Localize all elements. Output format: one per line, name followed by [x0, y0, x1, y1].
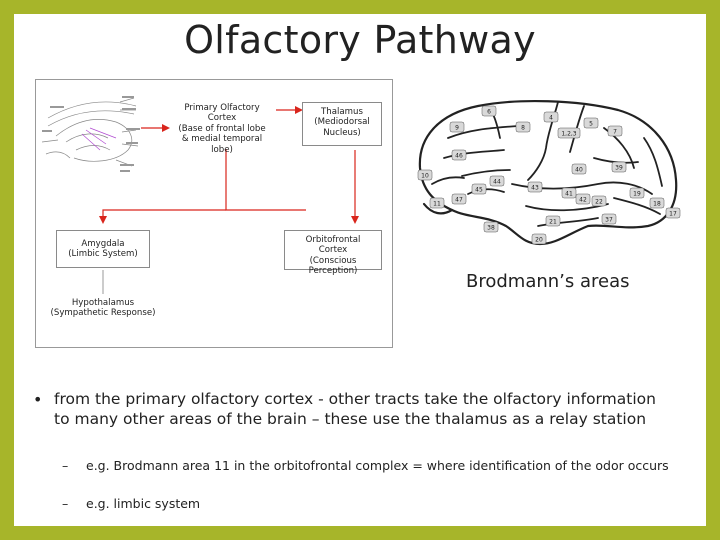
- svg-text:18: 18: [653, 201, 661, 208]
- svg-text:20: 20: [535, 237, 543, 244]
- area-6: 6: [481, 105, 497, 117]
- bullet-text: from the primary olfactory cortex - othe…: [54, 390, 656, 428]
- svg-text:42: 42: [579, 197, 587, 204]
- amygdala-line2: (Limbic System): [68, 249, 138, 260]
- area-37: 37: [601, 213, 617, 225]
- svg-text:47: 47: [455, 197, 463, 204]
- sub-bullet-marker-2: –: [62, 496, 69, 511]
- svg-text:6: 6: [487, 109, 491, 116]
- area-38: 38: [483, 221, 499, 233]
- svg-text:7: 7: [613, 129, 617, 136]
- area-45: 45: [471, 183, 487, 195]
- sub-bullet-text-1: e.g. Brodmann area 11 in the orbitofront…: [86, 458, 669, 473]
- orbitofrontal-line1: Orbitofrontal: [305, 235, 361, 245]
- svg-text:5: 5: [589, 121, 593, 128]
- amygdala-line1: Amygdala: [81, 239, 125, 249]
- svg-text:45: 45: [475, 187, 483, 194]
- area-21: 21: [545, 215, 561, 227]
- primary-line1: Primary Olfactory: [184, 103, 260, 113]
- brodmann-caption: Brodmann’s areas: [466, 271, 630, 292]
- svg-text:19: 19: [633, 191, 641, 198]
- svg-text:1,2,3: 1,2,3: [561, 131, 576, 138]
- arrow-primary-to-amygdala: [99, 209, 226, 224]
- area-39: 39: [611, 161, 627, 173]
- area-18: 18: [649, 197, 665, 209]
- area-8: 8: [515, 121, 531, 133]
- area-7: 7: [607, 125, 623, 137]
- svg-text:4: 4: [549, 115, 553, 122]
- area-43: 43: [527, 181, 543, 193]
- brain-outline: [418, 99, 678, 246]
- primary-line3: (Base of frontal lobe: [178, 123, 266, 134]
- svg-text:17: 17: [669, 211, 677, 218]
- area-11: 11: [429, 197, 445, 209]
- orbitofrontal-line2: Cortex: [318, 245, 348, 256]
- hypothalamus-box: Hypothalamus (Sympathetic Response): [46, 298, 160, 324]
- area-1-2-3: 1,2,3: [557, 127, 581, 139]
- sub-bullet-marker-1: –: [62, 458, 69, 473]
- area-44: 44: [489, 175, 505, 187]
- olfactory-flowchart: Primary Olfactory Cortex (Base of fronta…: [35, 79, 393, 348]
- svg-text:41: 41: [565, 191, 573, 198]
- hypothalamus-line2: (Sympathetic Response): [50, 308, 156, 319]
- svg-text:21: 21: [549, 219, 557, 226]
- svg-text:43: 43: [531, 185, 539, 192]
- sketch-labels: [42, 96, 140, 172]
- svg-text:22: 22: [595, 199, 603, 206]
- amygdala-box: Amygdala (Limbic System): [56, 230, 150, 268]
- area-9: 9: [449, 121, 465, 133]
- orbitofrontal-line3: (Conscious Perception): [308, 255, 358, 277]
- thalamus-box: Thalamus (Mediodorsal Nucleus): [302, 102, 382, 146]
- area-40: 40: [571, 163, 587, 175]
- bullet-marker: •: [33, 390, 43, 409]
- area-10: 10: [417, 169, 433, 181]
- thalamus-line1: Thalamus: [321, 107, 363, 117]
- area-4: 4: [543, 111, 559, 123]
- svg-text:10: 10: [421, 173, 429, 180]
- area-22: 22: [591, 195, 607, 207]
- thalamus-line3: Nucleus): [323, 127, 361, 138]
- area-5: 5: [583, 117, 599, 129]
- primary-olfactory-cortex-box: Primary Olfactory Cortex (Base of fronta…: [170, 103, 274, 155]
- area-47: 47: [451, 193, 467, 205]
- svg-text:8: 8: [521, 125, 525, 132]
- flowchart-graphics: [41, 96, 359, 294]
- connector-primary-down: [225, 149, 306, 211]
- svg-text:37: 37: [605, 217, 613, 224]
- brodmann-brain-diagram: 6 4 5 8 9 1,2,3 7 46 40 39 10 44 43 45 4…: [417, 99, 681, 246]
- area-42: 42: [575, 193, 591, 205]
- svg-text:40: 40: [575, 167, 583, 174]
- svg-text:11: 11: [433, 201, 441, 208]
- area-17: 17: [665, 207, 681, 219]
- orbitofrontal-cortex-box: Orbitofrontal Cortex (Conscious Percepti…: [284, 230, 382, 276]
- area-41: 41: [561, 187, 577, 199]
- area-20: 20: [531, 233, 547, 245]
- svg-text:39: 39: [615, 165, 623, 172]
- area-46: 46: [451, 149, 467, 161]
- brodmann-area-labels: 6 4 5 8 9 1,2,3 7 46 40 39 10 44 43 45 4…: [417, 105, 681, 245]
- hypothalamus-line1: Hypothalamus: [71, 298, 135, 308]
- svg-text:9: 9: [455, 125, 459, 132]
- slide-title: Olfactory Pathway: [184, 18, 536, 62]
- primary-line4: & medial temporal lobe): [181, 134, 263, 155]
- sub-bullet-text-2: e.g. limbic system: [86, 496, 201, 511]
- svg-text:44: 44: [493, 179, 501, 186]
- svg-text:46: 46: [455, 153, 463, 160]
- primary-line2: Cortex: [207, 113, 237, 124]
- thalamus-line2: (Mediodorsal: [314, 117, 370, 128]
- svg-text:38: 38: [487, 225, 495, 232]
- area-19: 19: [629, 187, 645, 199]
